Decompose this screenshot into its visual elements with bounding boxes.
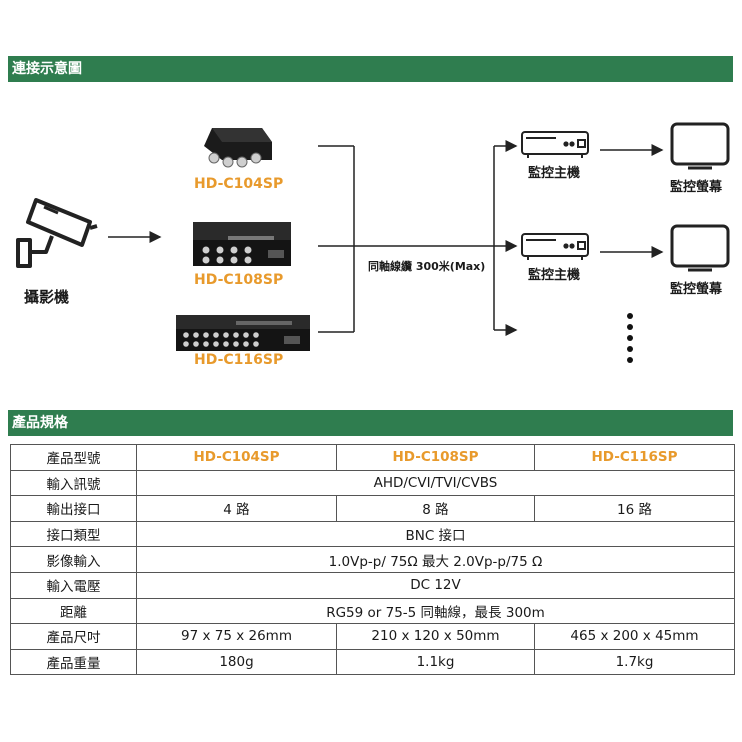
row-label: 接口類型 — [10, 520, 137, 548]
row-label: 產品型號 — [10, 444, 137, 471]
cell: 4 路 — [136, 495, 337, 522]
table-row: 接口類型 BNC 接口 — [10, 520, 735, 548]
dvr-icon — [521, 131, 589, 158]
row-label: 輸入電壓 — [10, 571, 137, 599]
table-row: 影像輸入 1.0Vp-p/ 75Ω 最大 2.0Vp-p/75 Ω — [10, 546, 735, 573]
camera-label: 攝影機 — [24, 288, 70, 306]
cell-model: HD-C116SP — [534, 444, 735, 471]
table-row: 輸出接口 4 路 8 路 16 路 — [10, 495, 735, 522]
cell-span: 1.0Vp-p/ 75Ω 最大 2.0Vp-p/75 Ω — [136, 546, 735, 573]
monitor-label: 監控螢幕 — [670, 282, 723, 297]
hd-c116sp-device-image — [176, 315, 310, 351]
dvr-label: 監控主機 — [528, 268, 581, 283]
table-row: 輸入電壓 DC 12V — [10, 571, 735, 599]
cell: 465 x 200 x 45mm — [534, 623, 735, 650]
cell-span: AHD/CVI/TVI/CVBS — [136, 469, 735, 497]
cell: 8 路 — [336, 495, 535, 522]
model-label-104: HD-C104SP — [194, 176, 284, 192]
table-row: 產品型號 HD-C104SP HD-C108SP HD-C116SP — [10, 444, 735, 471]
cell-span: RG59 or 75-5 同軸線，最長 300m — [136, 597, 735, 625]
monitor-icon — [670, 224, 730, 272]
spec-table: 產品型號 HD-C104SP HD-C108SP HD-C116SP 輸入訊號 … — [10, 444, 735, 676]
cell: 180g — [136, 648, 337, 676]
cable-label: 同軸線纜 300米(Max) — [368, 260, 486, 273]
row-label: 產品重量 — [10, 648, 137, 676]
model-label-116: HD-C116SP — [194, 352, 284, 368]
row-label: 影像輸入 — [10, 546, 137, 573]
spec-title: 產品規格 — [8, 410, 733, 436]
camera-icon — [16, 198, 98, 268]
monitor-label: 監控螢幕 — [670, 180, 723, 195]
cell: 1.7kg — [534, 648, 735, 676]
row-label: 輸入訊號 — [10, 469, 137, 497]
hd-c104sp-device-image — [204, 128, 272, 168]
cell: 16 路 — [534, 495, 735, 522]
cell: 210 x 120 x 50mm — [336, 623, 535, 650]
hd-c108sp-device-image — [193, 222, 291, 266]
cell-model: HD-C104SP — [136, 444, 337, 471]
cell: 97 x 75 x 26mm — [136, 623, 337, 650]
dvr-label: 監控主機 — [528, 166, 581, 181]
cell-span: BNC 接口 — [136, 520, 735, 548]
table-row: 產品重量 180g 1.1kg 1.7kg — [10, 648, 735, 676]
connection-diagram-title: 連接示意圖 — [8, 56, 733, 82]
cell: 1.1kg — [336, 648, 535, 676]
cell-span: DC 12V — [136, 571, 735, 599]
monitor-icon — [670, 122, 730, 170]
cell-model: HD-C108SP — [336, 444, 535, 471]
model-label-108: HD-C108SP — [194, 272, 284, 288]
row-label: 距離 — [10, 597, 137, 625]
row-label: 產品尺吋 — [10, 623, 137, 650]
row-label: 輸出接口 — [10, 495, 137, 522]
table-row: 產品尺吋 97 x 75 x 26mm 210 x 120 x 50mm 465… — [10, 623, 735, 650]
dvr-icon — [521, 233, 589, 260]
table-row: 輸入訊號 AHD/CVI/TVI/CVBS — [10, 469, 735, 497]
table-row: 距離 RG59 or 75-5 同軸線，最長 300m — [10, 597, 735, 625]
